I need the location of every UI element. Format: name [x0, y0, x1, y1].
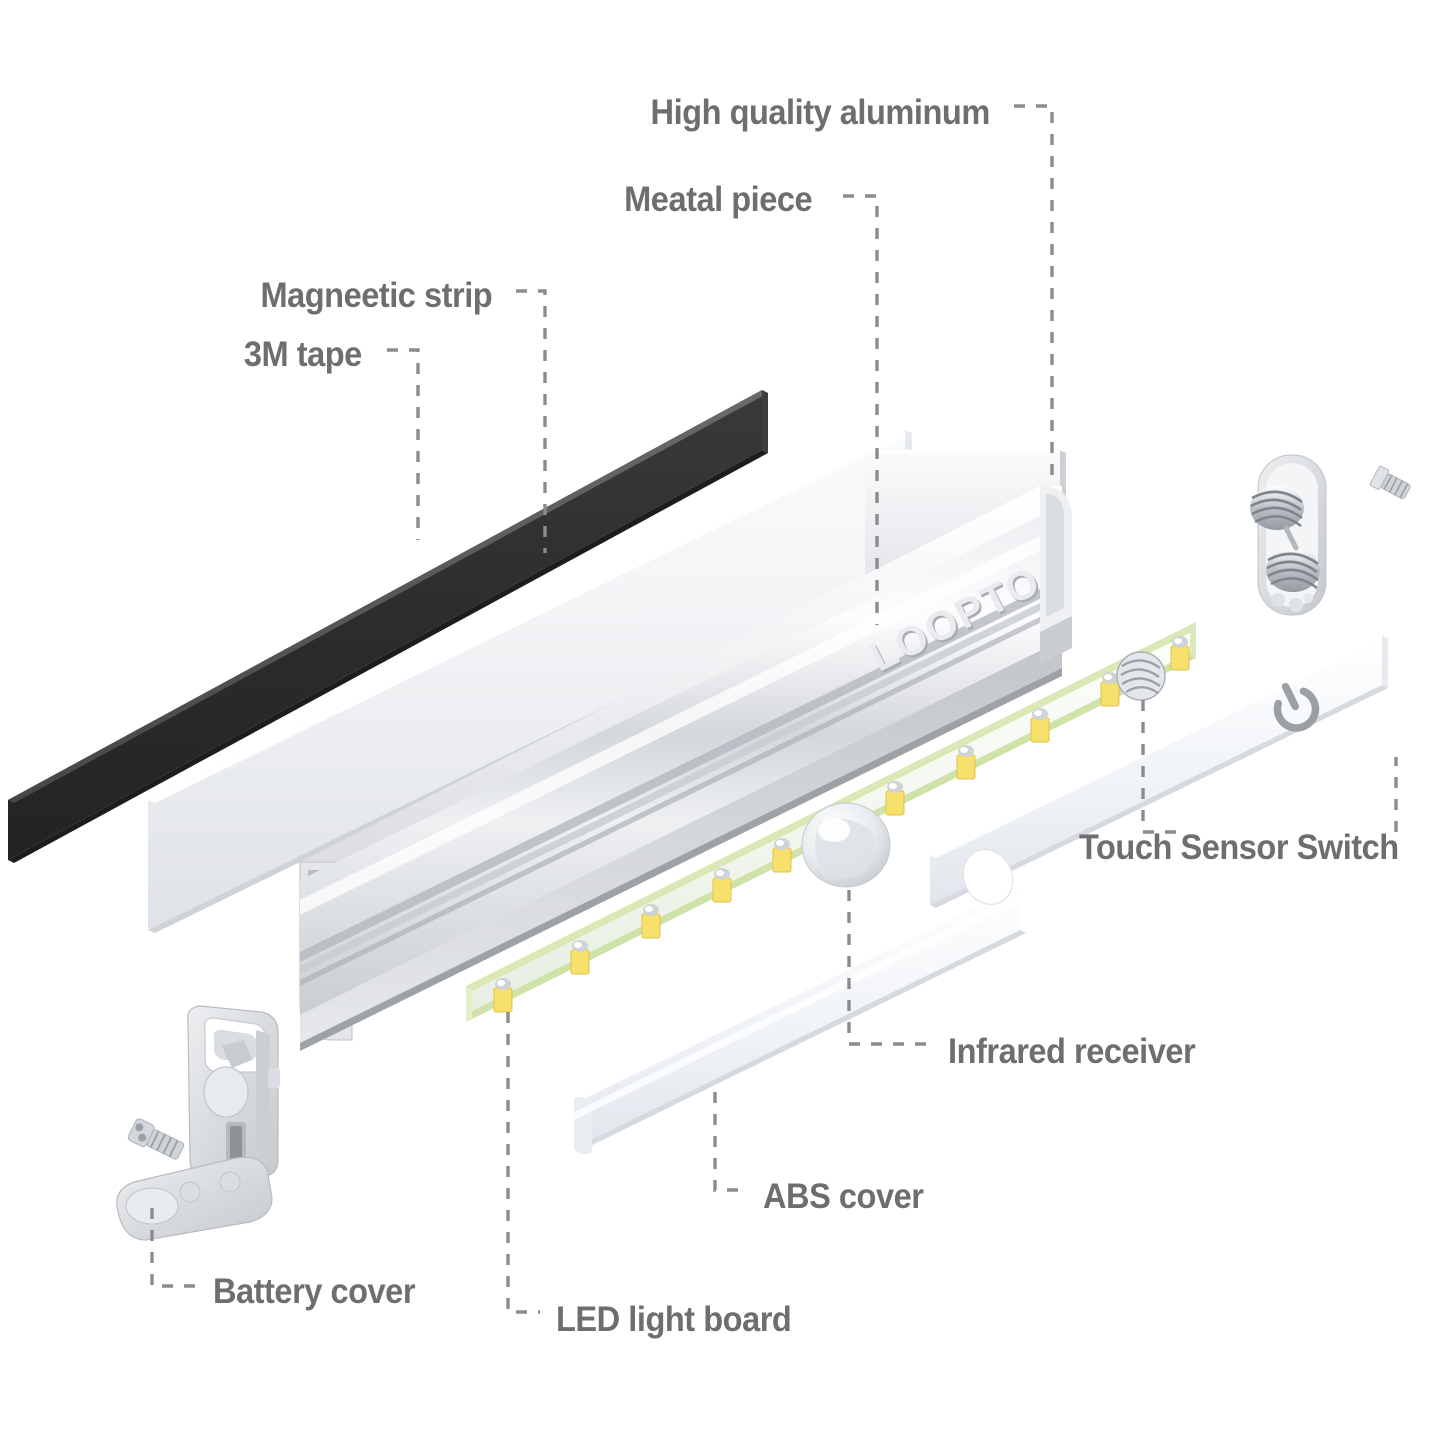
label-meatal-piece: Meatal piece — [623, 180, 812, 219]
screw-icon-left — [127, 1118, 185, 1160]
leader-high-quality-aluminum — [1014, 104, 1054, 486]
ir-window-hole — [962, 849, 1014, 905]
label-3m-tape: 3M tape — [244, 335, 362, 374]
part-battery-cover — [116, 1005, 280, 1241]
leader-touch-sensor-switch-left — [1141, 700, 1182, 834]
part-aluminum-housing: LOOPTO LOOPTO — [299, 486, 1072, 1051]
leader-meatal-piece — [843, 194, 879, 625]
part-abs-cover — [574, 635, 1388, 1155]
leader-abs-cover — [713, 1092, 748, 1192]
part-led-board — [466, 622, 1196, 1022]
label-battery-cover: Battery cover — [213, 1272, 416, 1311]
leader-3m-tape — [387, 348, 420, 540]
leader-magneetic-strip — [516, 289, 547, 553]
brand-logo-text: LOOPTO — [864, 559, 1050, 682]
screw-icon-right — [1369, 465, 1411, 500]
label-led-light-board: LED light board — [556, 1300, 792, 1339]
label-magneetic-strip: Magneetic strip — [260, 276, 492, 315]
label-abs-cover: ABS cover — [763, 1177, 924, 1216]
spring-icon-lower — [1266, 548, 1320, 592]
label-high-quality-aluminum: High quality aluminum — [650, 93, 991, 132]
power-icon — [1273, 682, 1320, 732]
spring-icon-upper — [1250, 486, 1304, 530]
leader-battery-cover — [150, 1208, 196, 1288]
part-3m-tape — [8, 390, 768, 863]
infrared-receiver-dome — [801, 802, 891, 888]
part-magnetic-strip — [148, 430, 912, 933]
label-infrared-receiver: Infrared receiver — [948, 1032, 1196, 1071]
label-touch-sensor-switch: Touch Sensor Switch — [1079, 828, 1399, 867]
part-end-cap-springs — [1250, 454, 1411, 616]
led-chip-group — [493, 636, 1190, 1013]
leader-infrared-receiver — [847, 890, 930, 1046]
leader-led-light-board — [506, 1012, 540, 1314]
touch-sensor-coil — [1116, 651, 1166, 701]
part-metal-piece — [865, 450, 1066, 623]
brand-logo-highlight: LOOPTO — [862, 557, 1048, 680]
